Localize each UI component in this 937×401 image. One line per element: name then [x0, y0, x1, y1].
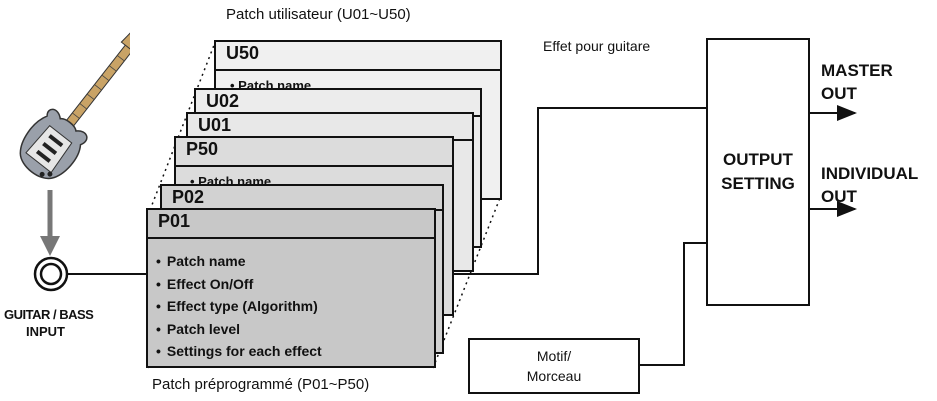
stack-perspective-top-left [149, 39, 217, 211]
individual-out-label-line2: OUT [821, 187, 857, 206]
output-setting-label-line1: OUTPUT [723, 150, 793, 169]
user-patches-caption: Patch utilisateur (U01~U50) [226, 6, 411, 23]
patch-content-item: Effect On/Off [156, 273, 322, 296]
preset-patches-caption: Patch préprogrammé (P01~P50) [152, 376, 370, 393]
patch-card-title: P02 [172, 187, 205, 207]
individual-out-label-line1: INDIVIDUAL [821, 164, 919, 183]
motif-label-line2: Morceau [526, 368, 582, 384]
guitar-to-input-arrowhead [40, 236, 60, 256]
patch-content-item: Patch name [156, 250, 322, 273]
patch-card-p01: P01 Patch name Effect On/Off Effect type… [146, 208, 436, 368]
motif-box: Motif/ Morceau [468, 338, 640, 394]
guitar-icon [19, 28, 130, 180]
patch-content-item: Effect type (Algorithm) [156, 295, 322, 318]
patch-card-divider [148, 237, 434, 239]
motif-to-output-line [640, 242, 706, 366]
patch-card-title: P01 [158, 211, 191, 231]
patch-content-item: Patch level [156, 318, 322, 341]
motif-label-line1: Motif/ [536, 348, 572, 364]
input-label-line2: INPUT [26, 324, 65, 339]
master-out-label-line2: OUT [821, 84, 857, 103]
patch-card-title: U50 [226, 43, 260, 63]
output-setting-label-line2: SETTING [721, 174, 795, 193]
stack-perspective-bottom-right [432, 197, 501, 369]
patch-card-title: P50 [186, 139, 219, 159]
output-setting-box: OUTPUT SETTING [706, 38, 810, 306]
input-jack-icon [33, 256, 69, 292]
patch-card-title: U01 [198, 115, 232, 135]
patch-content-item: Settings for each effect [156, 340, 322, 363]
patch-contents-list: Patch name Effect On/Off Effect type (Al… [156, 250, 322, 363]
patch-card-title: U02 [206, 91, 240, 111]
patches-to-output-line [435, 107, 706, 275]
patch-card-divider [216, 69, 500, 71]
guitar-effect-caption: Effet pour guitare [543, 38, 651, 54]
input-label-line1: GUITAR / BASS [4, 307, 94, 322]
master-out-label-line1: MASTER [821, 61, 893, 80]
patch-card-divider [176, 165, 452, 167]
